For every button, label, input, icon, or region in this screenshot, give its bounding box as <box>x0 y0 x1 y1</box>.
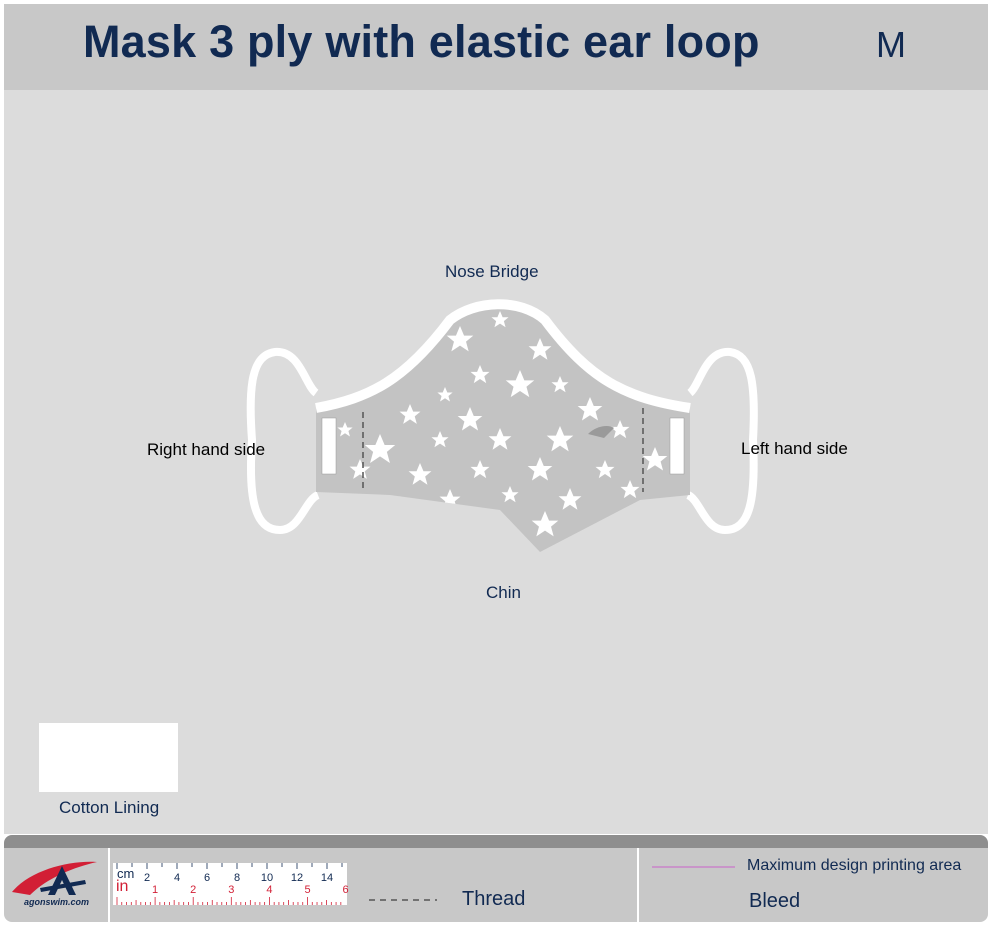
ruler-cm-number: 4 <box>173 872 181 884</box>
thread-label: Thread <box>462 888 526 910</box>
mask-logo-icon <box>588 426 614 438</box>
ruler-cm-label: cm <box>117 866 135 881</box>
mask-binding <box>315 299 691 413</box>
page-title: Mask 3 ply with elastic ear loop <box>83 16 760 67</box>
ruler-in-number: 3 <box>228 884 235 896</box>
ruler-in-number: 4 <box>266 884 273 896</box>
max-area-label: Maximum design printing area <box>747 857 962 874</box>
left-hand-side-label: Left hand side <box>741 439 848 458</box>
ruler-in-number: 5 <box>304 884 311 896</box>
cotton-lining-label: Cotton Lining <box>59 798 160 817</box>
chin-label: Chin <box>486 583 521 602</box>
ruler-cm-number: 14 <box>320 872 334 884</box>
ruler-cm-number: 6 <box>203 872 211 884</box>
footer-divider-1 <box>108 848 110 922</box>
ruler-cm-number: 12 <box>290 872 304 884</box>
ruler-cm-number: 2 <box>143 872 151 884</box>
nose-bridge-label: Nose Bridge <box>445 262 539 281</box>
header-bar <box>4 4 988 90</box>
ruler-in-number: 2 <box>190 884 197 896</box>
agonswim-logo-icon <box>12 861 97 895</box>
ruler-cm-number: 8 <box>233 872 241 884</box>
ruler-cm-number: 10 <box>260 872 274 884</box>
size-label: M <box>876 24 906 65</box>
footer-top-strip <box>4 835 988 849</box>
right-ear-loop <box>246 348 321 535</box>
cotton-lining-swatch <box>39 723 178 792</box>
ruler-in-label: in <box>116 878 129 895</box>
right-hand-side-label: Right hand side <box>147 440 266 459</box>
ruler-in-number: 1 <box>152 884 159 896</box>
ruler-ticks <box>116 863 343 905</box>
ruler-in-number: 6 <box>342 884 349 896</box>
left-ear-loop <box>685 348 758 535</box>
care-label-right <box>321 417 337 475</box>
care-label-left <box>669 417 685 475</box>
logo-text: agonswim.com <box>24 897 90 907</box>
footer-divider-2 <box>637 848 639 922</box>
bleed-label: Bleed <box>749 890 801 912</box>
